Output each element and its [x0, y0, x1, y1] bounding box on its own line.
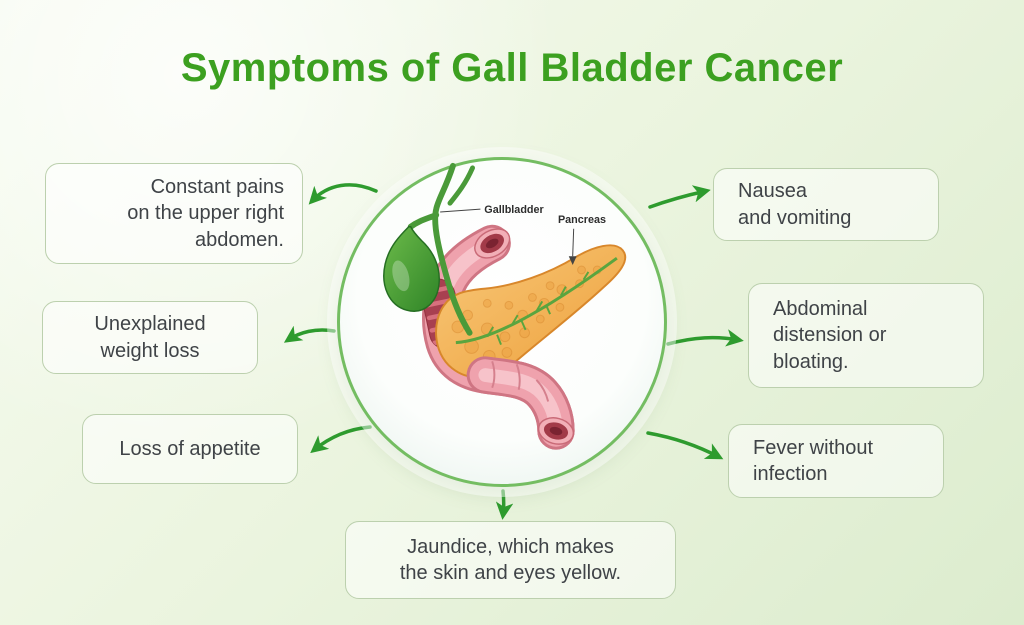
symptom-text: Fever without infection	[753, 436, 874, 485]
bile-ducts	[407, 162, 475, 336]
arrow-to-weight-box	[283, 325, 336, 343]
pancreas-graphic	[435, 244, 627, 379]
pancreas-pointer-arrow	[568, 228, 577, 266]
duodenum-cut-top	[474, 228, 511, 259]
symptom-box-nausea: Nausea and vomiting	[713, 168, 939, 241]
symptom-text: Loss of appetite	[119, 437, 261, 460]
symptom-text: Abdominal distension or bloating.	[773, 297, 887, 373]
anatomy-circle: Gallbladder Pancreas	[337, 157, 667, 487]
pancreatic-duct	[455, 256, 618, 345]
pancreas-label: Pancreas	[558, 214, 606, 226]
gallbladder-label: Gallbladder	[484, 204, 544, 216]
gallbladder-pointer-line	[440, 208, 481, 213]
symptom-text: Nausea and vomiting	[738, 180, 852, 229]
symptom-box-constant-pain: Constant pains on the upper right abdome…	[45, 163, 303, 264]
anatomy-illustration: Gallbladder Pancreas	[383, 162, 627, 450]
pancreas-lobules	[451, 265, 602, 363]
duodenum-cut-bottom	[537, 417, 575, 445]
symptom-text: Constant pains on the upper right abdome…	[127, 175, 284, 251]
symptom-box-fever: Fever without infection	[728, 424, 944, 498]
arrow-to-jaundice-box	[495, 489, 514, 520]
page-title: Symptoms of Gall Bladder Cancer	[180, 46, 844, 90]
gallbladder-graphic	[383, 226, 440, 312]
symptom-box-weight-loss: Unexplained weight loss	[42, 301, 258, 374]
arrow-to-distension-box	[666, 329, 744, 347]
symptom-box-distension: Abdominal distension or bloating.	[748, 283, 984, 388]
duodenum-tail	[466, 356, 575, 450]
symptom-text: Jaundice, which makes the skin and eyes …	[399, 535, 622, 584]
organ-labels: Gallbladder Pancreas	[440, 204, 606, 266]
symptom-box-loss-of-appetite: Loss of appetite	[82, 414, 298, 484]
symptom-text: Unexplained weight loss	[94, 313, 206, 362]
symptom-box-jaundice: Jaundice, which makes the skin and eyes …	[345, 521, 676, 599]
